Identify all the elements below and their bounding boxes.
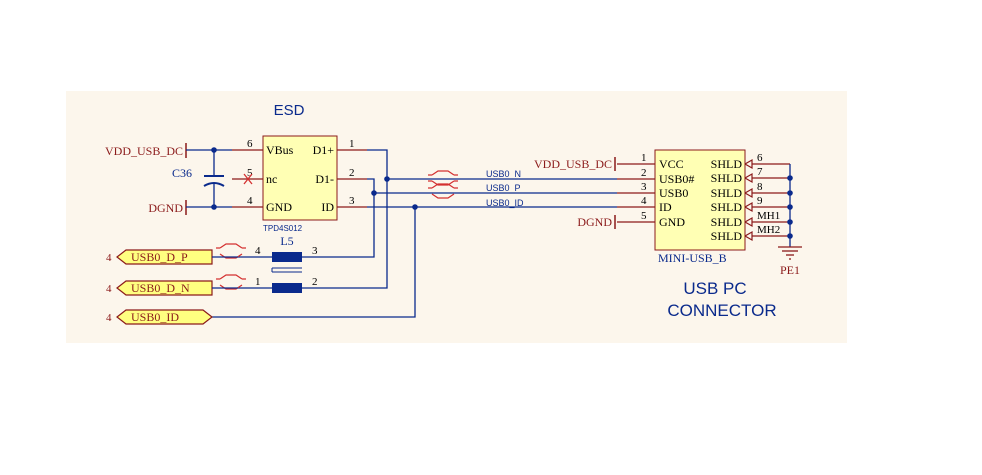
no-connect-marker <box>243 173 253 185</box>
conn-shld-mh1-name: SHLD <box>711 215 743 229</box>
esd-right-pins <box>337 149 367 208</box>
usb-connector-part: MINI-USB_B <box>658 251 727 265</box>
junction-usb-n <box>384 176 390 182</box>
capacitor-c36-label: C36 <box>172 166 192 180</box>
conn-shld-9-num: 9 <box>757 195 763 207</box>
esd-pin-3-num: 3 <box>349 195 355 207</box>
conn-pin-gnd-name: GND <box>659 215 685 229</box>
dgnd-right-label: DGND <box>577 215 612 229</box>
diff-pair-marker-bus <box>428 170 458 199</box>
conn-shld-6-name: SHLD <box>711 157 743 171</box>
esd-pin-2-num: 2 <box>349 167 355 179</box>
esd-pin-nc-name: nc <box>266 172 277 186</box>
diff-pair-marker-choke <box>216 243 246 290</box>
conn-shld-7-name: SHLD <box>711 171 743 185</box>
usb-connector-body <box>654 149 746 251</box>
esd-pin-d1n-name: D1- <box>315 172 334 186</box>
port-usb0-d-p-num: 4 <box>106 252 112 264</box>
conn-pin-5-num: 5 <box>641 210 647 222</box>
conn-pin-3-num: 3 <box>641 181 647 193</box>
junction-cap-top <box>211 147 217 153</box>
esd-title: ESD <box>274 102 305 119</box>
conn-shld-8-num: 8 <box>757 181 763 193</box>
esd-pin-6-num: 6 <box>247 138 253 150</box>
choke-pin-3: 3 <box>312 245 318 257</box>
junction-usb-p <box>371 190 377 196</box>
capacitor-c36 <box>203 150 225 207</box>
port-usb0-d-n-num: 4 <box>106 283 112 295</box>
connector-caption-line1: USB PC <box>683 279 746 298</box>
net-label-usb0-p: USB0_P <box>486 183 521 193</box>
choke-l5 <box>238 252 302 293</box>
conn-shld-8-name: SHLD <box>711 186 743 200</box>
connector-right-pins <box>744 158 790 242</box>
conn-pin-1-num: 1 <box>641 152 647 164</box>
port-usb0-d-p-label: USB0_D_P <box>131 250 188 264</box>
esd-ic-body <box>262 135 338 221</box>
net-label-usb0-id: USB0_ID <box>486 198 524 208</box>
esd-pin-4-num: 4 <box>247 195 253 207</box>
connector-caption-line2: CONNECTOR <box>667 301 776 320</box>
esd-pin-d1p-name: D1+ <box>313 143 335 157</box>
choke-pin-1: 1 <box>255 276 261 288</box>
port-usb0-id[interactable]: 4 USB0_ID <box>106 309 213 325</box>
conn-pin-vcc-name: VCC <box>659 157 684 171</box>
junction-cap-bottom <box>211 204 217 210</box>
shield-junctions <box>787 175 793 239</box>
pe1-label: PE1 <box>780 263 800 277</box>
port-usb0-id-label: USB0_ID <box>131 310 179 324</box>
conn-shld-mh2-num: MH2 <box>757 224 780 236</box>
port-usb0-d-n[interactable]: 4 USB0_D_N <box>106 280 238 296</box>
vdd-usb-dc-left-label: VDD_USB_DC <box>105 144 183 158</box>
esd-pin-1-num: 1 <box>349 138 355 150</box>
port-usb0-id-num: 4 <box>106 312 112 324</box>
choke-l5-label: L5 <box>280 234 293 248</box>
choke-pin-2: 2 <box>312 276 318 288</box>
esd-pin-5-num: 5 <box>247 167 253 179</box>
signal-wires <box>212 149 617 318</box>
port-usb0-d-p[interactable]: 4 USB0_D_P <box>106 249 238 265</box>
port-usb0-d-n-label: USB0_D_N <box>131 281 190 295</box>
esd-pin-id-name: ID <box>321 200 334 214</box>
conn-pin-id-name: ID <box>659 200 672 214</box>
conn-shld-6-num: 6 <box>757 152 763 164</box>
conn-pin-usb0n-name: USB0# <box>659 172 694 186</box>
esd-part-number: TPD4S012 <box>263 224 303 233</box>
net-label-usb0-n: USB0_N <box>486 169 521 179</box>
choke-pin-4: 4 <box>255 245 261 257</box>
dgnd-left-label: DGND <box>148 201 183 215</box>
conn-pin-2-num: 2 <box>641 167 647 179</box>
esd-pin-vbus-name: VBus <box>266 143 294 157</box>
esd-pin-gnd-name: GND <box>266 200 292 214</box>
conn-shld-mh2-name: SHLD <box>711 229 743 243</box>
conn-shld-7-num: 7 <box>757 166 763 178</box>
vdd-usb-dc-right-label: VDD_USB_DC <box>534 157 612 171</box>
earth-ground-icon <box>778 246 802 260</box>
connector-left-pins <box>617 163 655 223</box>
conn-pin-usb0-name: USB0 <box>659 186 688 200</box>
junction-usb-id <box>412 204 418 210</box>
conn-shld-mh1-num: MH1 <box>757 210 780 222</box>
conn-shld-9-name: SHLD <box>711 200 743 214</box>
conn-pin-4-num: 4 <box>641 195 647 207</box>
